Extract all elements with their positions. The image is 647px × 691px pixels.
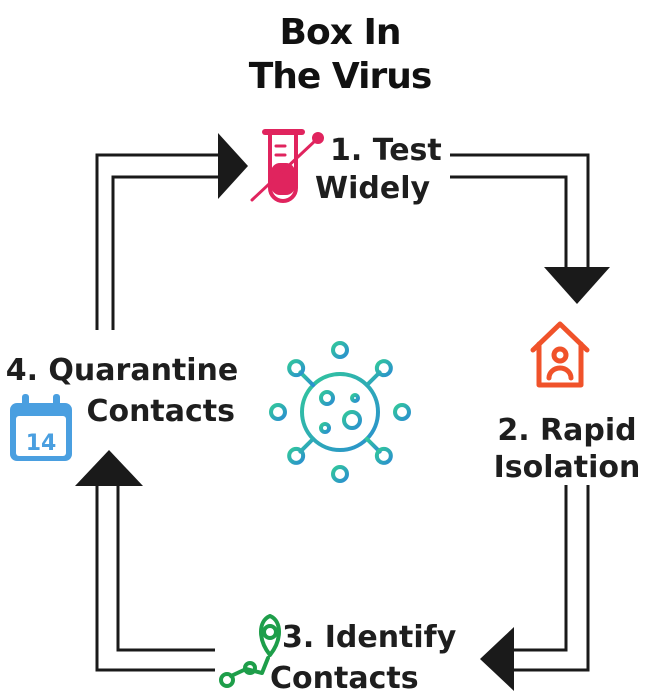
arrow-4-to-1-head <box>218 133 248 199</box>
arrow-4-to-1-pipe-inner <box>111 175 222 330</box>
step-3: 3. Identify Contacts <box>219 614 457 691</box>
calendar-icon: 14 <box>10 394 72 461</box>
virus-icon <box>269 341 411 483</box>
step-4-label-line-1: 4. Quarantine <box>6 353 239 388</box>
step-2-label-line-2: Isolation <box>494 450 641 485</box>
arrow-4-to-1-pipe <box>95 153 222 330</box>
virus-spike-knob <box>269 403 287 421</box>
step-1-label-line-2: Widely <box>315 171 430 206</box>
step-1: 1. Test Widely <box>250 129 442 206</box>
arrow-2-to-3-head <box>480 627 514 691</box>
arrow-3-to-4-pipe-inner <box>116 485 215 652</box>
title-line-1: Box In <box>280 12 401 53</box>
arrow-1-to-2-pipe-inner <box>450 175 568 270</box>
arrow-3-to-4-pipe <box>95 485 215 672</box>
arrow-3-to-4-head <box>75 450 143 486</box>
virus-spike-knob <box>331 465 349 483</box>
test-tube-swab-icon <box>250 129 324 203</box>
arrow-1-to-2-head <box>544 267 610 304</box>
calendar-day: 14 <box>26 431 57 456</box>
house-person-icon <box>530 321 590 388</box>
step-2-label-line-1: 2. Rapid <box>497 413 636 448</box>
virus-spike-knob <box>331 341 349 359</box>
step-2: 2. Rapid Isolation <box>494 321 641 485</box>
route-location-icon <box>219 614 281 688</box>
virus-spike-knob <box>374 446 393 465</box>
step-3-label-line-2: Contacts <box>270 661 419 691</box>
step-3-label-line-1: 3. Identify <box>282 620 457 655</box>
virus-spike-knob <box>287 446 306 465</box>
step-4-label-line-2: Contacts <box>86 394 235 429</box>
step-1-label-line-1: 1. Test <box>330 133 442 168</box>
arrow-2-to-3-pipe <box>510 485 590 672</box>
virus-spike-knob <box>287 359 306 378</box>
virus-spike-knob <box>393 403 411 421</box>
virus-spike-knob <box>374 359 393 378</box>
step-4: 14 4. Quarantine Contacts <box>6 353 239 461</box>
arrow-2-to-3-pipe-inner <box>510 485 568 652</box>
cycle-arrows <box>75 133 610 691</box>
title-line-2: The Virus <box>249 56 432 97</box>
arrow-1-to-2-pipe <box>450 153 590 270</box>
title: Box In The Virus <box>249 12 433 97</box>
